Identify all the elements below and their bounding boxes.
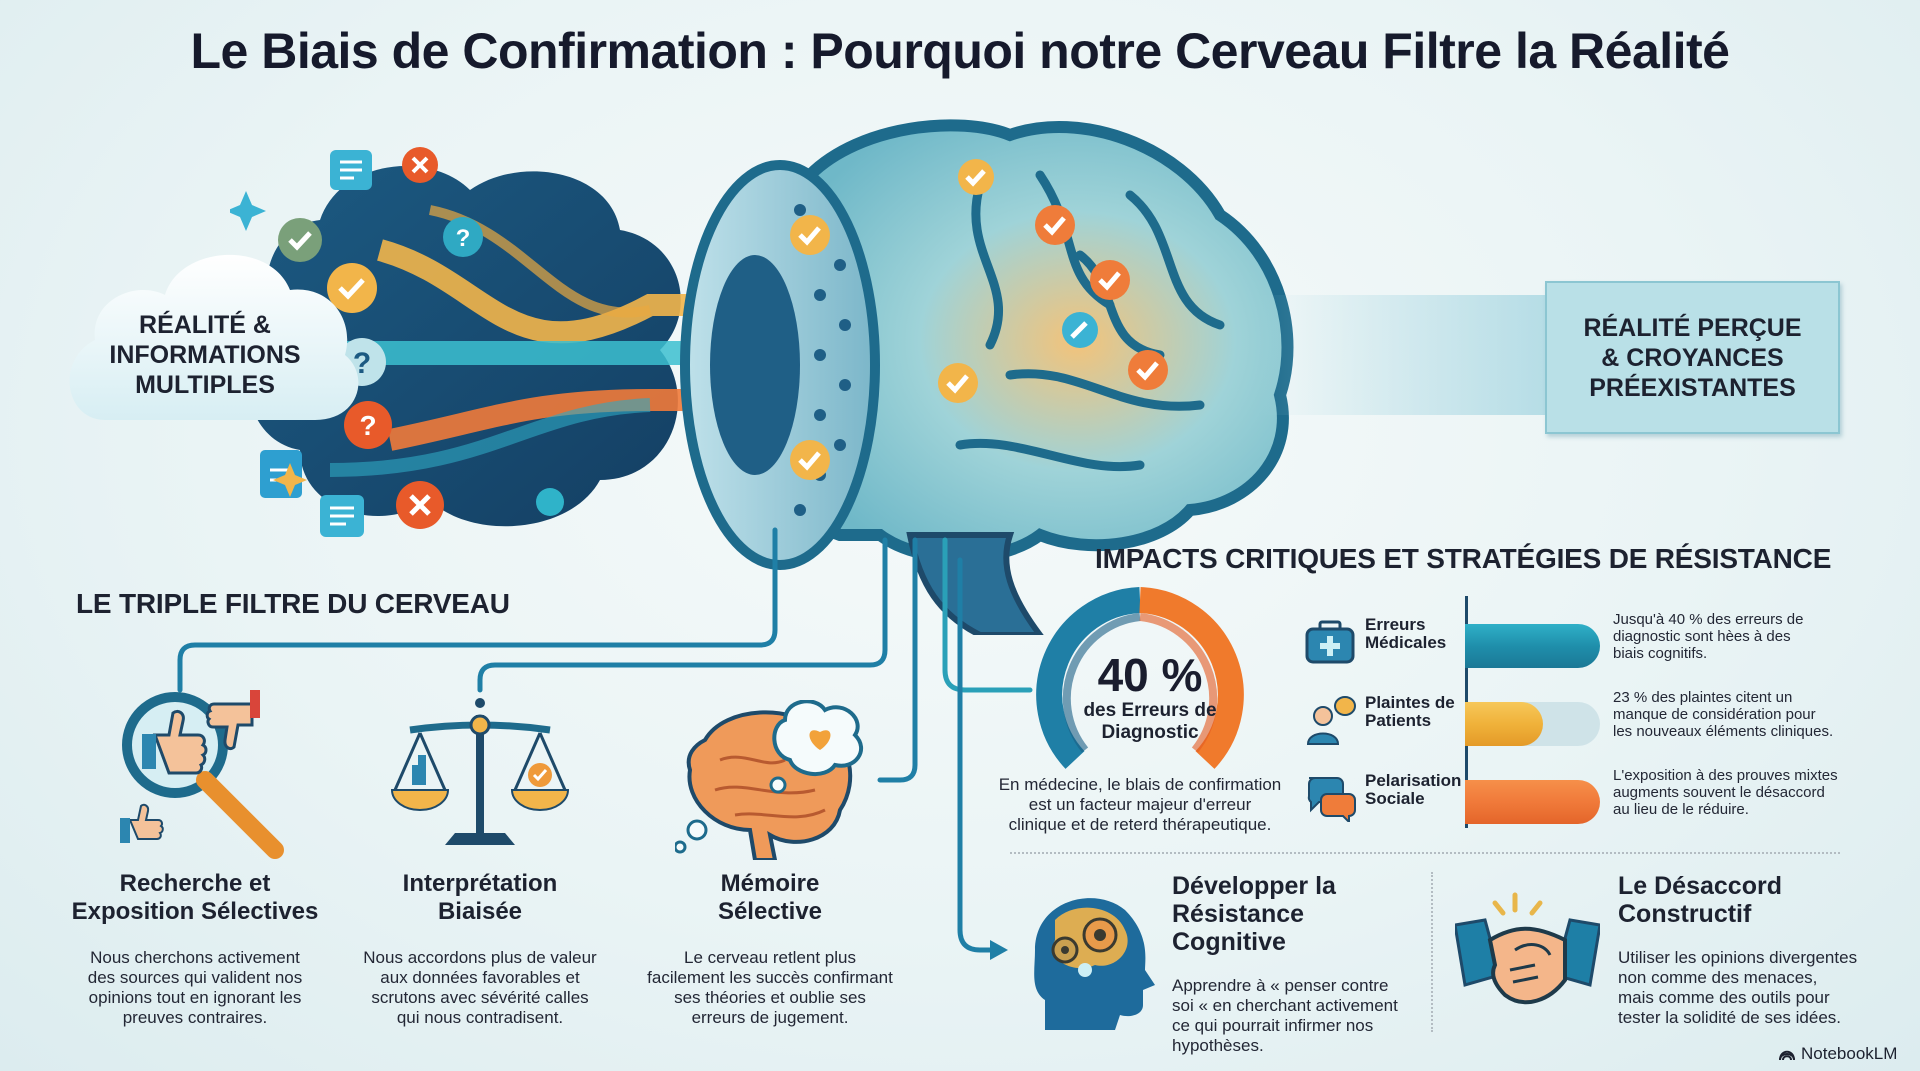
brain-filter-illustration: [680, 119, 1294, 635]
impact-row-medical-errors: Erreurs Médicales Jusqu'à 40 % des erreu…: [1305, 608, 1905, 678]
strategy-cognitive-resistance: Développer la Résistance Cognitive Appre…: [1172, 872, 1422, 1056]
impact-label: Plaintes de Patients: [1365, 693, 1455, 730]
impact-bar: [1465, 624, 1600, 668]
strategy-desc: Utiliser les opinions divergentes non co…: [1618, 948, 1858, 1027]
section-divider: [1010, 852, 1840, 854]
input-cloud-shape: [69, 254, 359, 420]
strategy-title: Le Désaccord Constructif: [1618, 872, 1782, 928]
filter-title: Recherche et Exposition Sélectives: [71, 870, 319, 925]
svg-text:?: ?: [353, 347, 371, 380]
output-band: [1260, 295, 1550, 415]
scale-icon: [390, 698, 570, 845]
triple-filter-heading: LE TRIPLE FILTRE DU CERVEAU: [76, 588, 510, 619]
impact-bar: [1465, 702, 1543, 746]
filter-item-selective-search: Recherche et Exposition Sélectives Nous …: [60, 870, 330, 1028]
medical-kit-icon: [1305, 620, 1355, 664]
svg-text:?: ?: [456, 225, 471, 252]
strategy-constructive-disagreement: Le Désaccord Constructif Utiliser les op…: [1618, 872, 1888, 1028]
magnifier-thumbs-icon: [120, 690, 284, 859]
impact-row-social-polarization: Pelarisation Sociale L'exposition à des …: [1305, 764, 1905, 834]
brain-memory-icon: [675, 700, 863, 860]
filter-desc: Le cerveau retlent plus facilement les s…: [647, 948, 893, 1027]
impact-text: 23 % des plaintes citent un manque de co…: [1613, 689, 1834, 740]
strategy-desc: Apprendre à « penser contre soi « en che…: [1172, 976, 1398, 1055]
strategy-title: Développer la Résistance Cognitive: [1172, 872, 1336, 956]
page-title: Le Biais de Confirmation : Pourquoi notr…: [190, 23, 1730, 79]
filter-title: Mémoire Sélective: [717, 870, 823, 925]
impacts-heading: IMPACTS CRITIQUES ET STRATÉGIES DE RÉSIS…: [1095, 543, 1832, 574]
filter-item-biased-interpretation: Interprétation Biaisée Nous accordons pl…: [345, 870, 615, 1028]
patient-speech-icon: [1306, 696, 1356, 745]
notebooklm-icon: [1779, 1050, 1795, 1061]
diagnostic-gauge: [1036, 587, 1244, 769]
output-box: RÉALITÉ PERÇUE & CROYANCES PRÉEXISTANTES: [1545, 281, 1840, 434]
filter-desc: Nous accordons plus de valeur aux donnée…: [363, 948, 597, 1027]
gauge-label: 40 % des Erreurs de Diagnostic: [1055, 650, 1245, 744]
brand-logo: NotebookLM: [1778, 1044, 1897, 1064]
impact-row-patient-complaints: Plaintes de Patients 23 % des plaintes c…: [1305, 686, 1905, 756]
filter-title: Interprétation Biaisée: [402, 870, 558, 925]
svg-text:?: ?: [359, 410, 376, 441]
impact-label: Erreurs Médicales: [1365, 615, 1447, 652]
strategy-divider: [1431, 872, 1433, 1032]
impact-label: Pelarisation Sociale: [1365, 771, 1462, 808]
gauge-value: 40 %: [1097, 649, 1203, 701]
filter-item-selective-memory: Mémoire Sélective Le cerveau retlent plu…: [630, 870, 910, 1028]
handshake-icon: [1455, 892, 1600, 1005]
filter-desc: Nous cherchons activement des sources qu…: [87, 948, 303, 1027]
head-gears-icon: [1034, 898, 1155, 1030]
output-box-label: RÉALITÉ PERÇUE & CROYANCES PRÉEXISTANTES: [1583, 313, 1802, 402]
impact-text: L'exposition à des prouves mixtes augmen…: [1613, 767, 1838, 818]
input-cloud-label: RÉALITÉ & INFORMATIONS MULTIPLES: [109, 311, 301, 399]
impact-bar: [1465, 780, 1600, 824]
chat-bubbles-icon: [1307, 777, 1356, 822]
impact-text: Jusqu'à 40 % des erreurs de diagnostic s…: [1613, 611, 1804, 662]
gauge-description: En médecine, le blais de confirmation es…: [998, 775, 1282, 834]
